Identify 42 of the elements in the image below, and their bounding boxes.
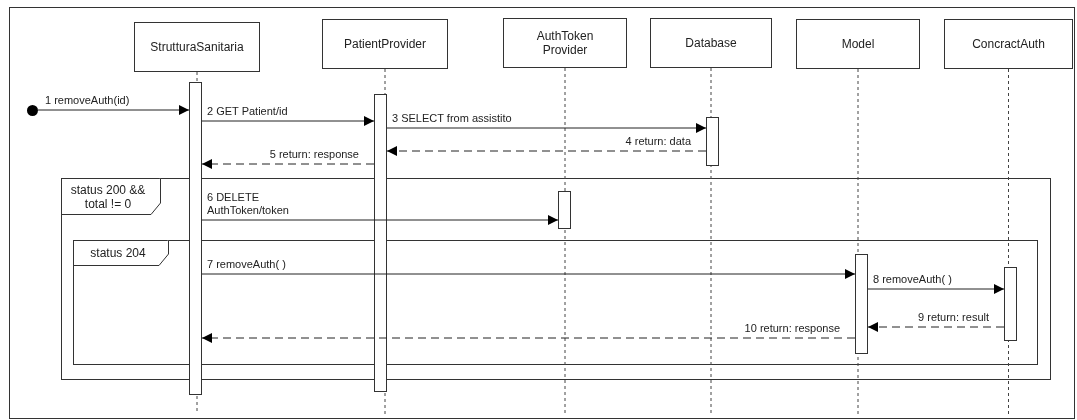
participant-name: PatientProvider <box>343 37 426 51</box>
activation-bar <box>706 117 719 166</box>
lifeline-header <box>322 19 448 69</box>
participant-name: AuthToken Provider <box>535 29 595 57</box>
lifeline-header <box>503 18 627 68</box>
message-label: 8 removeAuth( ) <box>872 273 953 286</box>
participant-name: ConcractAuth <box>972 37 1045 51</box>
activation-bar <box>558 191 571 229</box>
message-arrow <box>201 116 375 126</box>
guard-condition: status 204 <box>89 246 147 260</box>
return-arrow <box>386 146 707 156</box>
combined-fragment <box>61 178 1051 380</box>
activation-bar <box>855 254 868 354</box>
activation-bar <box>374 94 387 392</box>
message-label: 2 GET Patient/id <box>206 105 289 118</box>
lifeline-header <box>650 18 772 68</box>
guard-condition: status 200 && total != 0 <box>69 182 147 211</box>
activation-bar <box>189 82 202 395</box>
message-label: 10 return: response <box>743 322 841 335</box>
lifeline-header <box>134 22 260 72</box>
message-arrow <box>867 284 1005 294</box>
participant-name: Model <box>841 37 875 51</box>
message-label: 3 SELECT from assistito <box>391 112 513 125</box>
participant-name: Database <box>685 36 737 50</box>
message-label: 4 return: data <box>624 135 692 148</box>
message-arrow <box>386 123 707 133</box>
message-label: 5 return: response <box>268 148 360 161</box>
participant-name: StrutturaSanitaria <box>150 40 244 54</box>
message-arrow <box>37 105 190 115</box>
lifeline-header <box>944 19 1073 69</box>
activation-bar <box>1004 267 1017 341</box>
return-arrow <box>201 333 856 343</box>
message-arrow <box>201 269 856 279</box>
combined-fragment <box>73 240 1038 365</box>
message-label: 7 removeAuth( ) <box>206 258 287 271</box>
message-arrow <box>201 215 559 225</box>
return-arrow <box>867 322 1005 332</box>
return-arrow <box>201 159 375 169</box>
start-dot <box>27 105 38 116</box>
message-label: 9 return: result <box>917 311 990 324</box>
lifeline-header <box>796 19 920 69</box>
message-label: 1 removeAuth(id) <box>44 94 131 107</box>
